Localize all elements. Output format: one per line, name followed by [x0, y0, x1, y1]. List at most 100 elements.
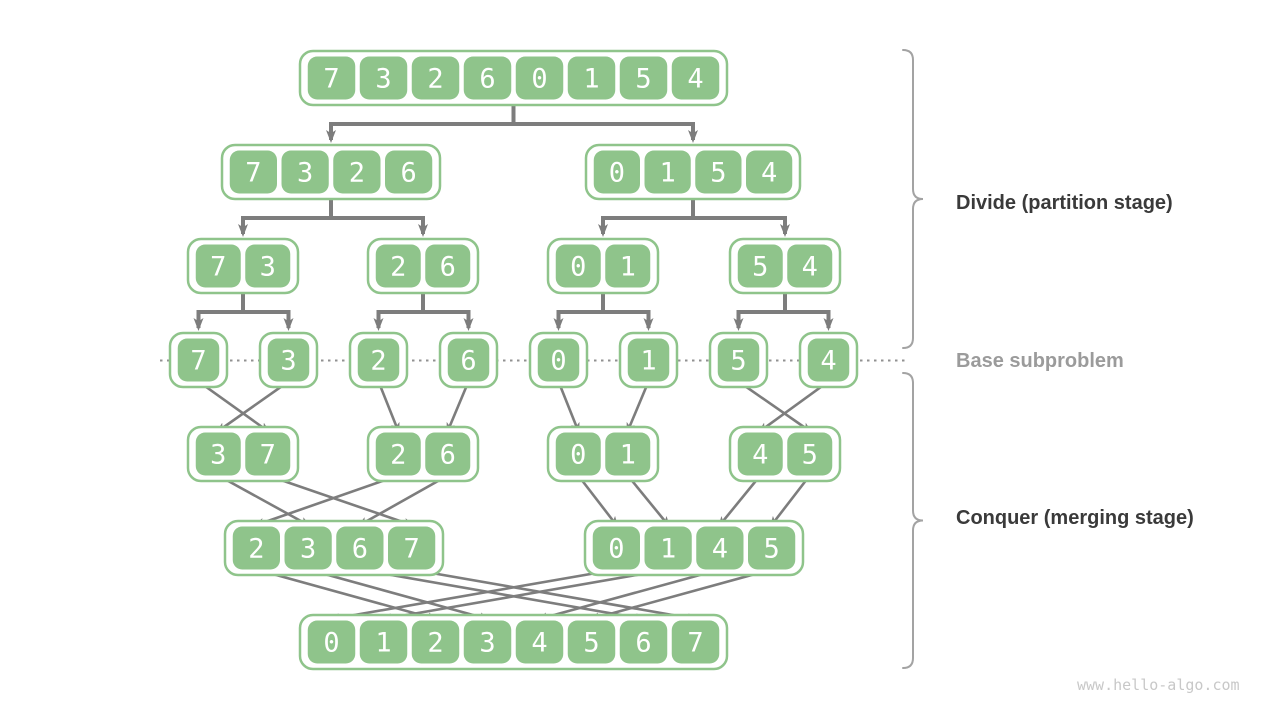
array-cell	[307, 620, 356, 664]
cell-value: 0	[323, 628, 339, 659]
array-cell	[388, 526, 436, 570]
split-arrow	[238, 199, 428, 237]
array-cell	[307, 56, 356, 100]
cell-value: 5	[730, 346, 746, 377]
merge-arrow	[536, 568, 721, 622]
array-cell	[671, 56, 720, 100]
cell-value: 7	[687, 628, 703, 659]
cell-value: 3	[210, 440, 226, 471]
array-cell	[411, 620, 460, 664]
merge-arrow	[626, 474, 671, 528]
array-cell	[696, 526, 744, 570]
split-arrow	[553, 293, 654, 331]
cell-value: 6	[352, 534, 368, 565]
split-arrow	[598, 199, 790, 237]
merge-arrow	[588, 568, 772, 622]
array-cell	[447, 338, 490, 382]
cell-value: 1	[620, 440, 636, 471]
cell-value: 6	[635, 628, 651, 659]
array-7: 7	[168, 331, 229, 389]
array-cell	[425, 244, 471, 288]
array-4: 4	[798, 331, 859, 389]
array-cell	[284, 526, 332, 570]
merge-arrow	[328, 568, 617, 623]
merge-arrow	[217, 474, 311, 527]
array-cell	[359, 56, 408, 100]
cell-value: 7	[245, 158, 261, 189]
array-cell	[195, 432, 241, 476]
cell-value: 2	[390, 440, 406, 471]
array-cell	[411, 56, 460, 100]
cell-value: 2	[248, 534, 264, 565]
cell-value: 3	[375, 64, 391, 95]
conquer-brace	[902, 372, 924, 669]
split-arrow	[733, 293, 834, 331]
cell-value: 6	[440, 440, 456, 471]
split-arrow	[326, 105, 698, 143]
array-cell	[245, 244, 291, 288]
cell-value: 7	[190, 346, 206, 377]
merge-arrow	[197, 380, 271, 433]
array-cell	[567, 56, 616, 100]
cell-value: 2	[370, 346, 386, 377]
array-1: 1	[618, 331, 679, 389]
array-0: 0	[528, 331, 589, 389]
cell-value: 3	[297, 158, 313, 189]
merge-arrow	[769, 474, 811, 528]
cell-value: 0	[608, 534, 624, 565]
array-2: 2	[348, 331, 409, 389]
array-3: 3	[258, 331, 319, 389]
array-cell	[717, 338, 760, 382]
cell-value: 3	[260, 252, 276, 283]
array-cell	[644, 526, 692, 570]
merge-arrow	[446, 380, 470, 434]
divide-stage-label: Divide (partition stage)	[956, 192, 1173, 214]
array-cell	[425, 432, 471, 476]
array-cell	[336, 526, 384, 570]
array-cell	[463, 620, 512, 664]
merge-arrow	[557, 381, 580, 434]
array-cell	[627, 338, 670, 382]
cell-value: 3	[479, 628, 495, 659]
array-cell	[807, 338, 850, 382]
array-cell	[232, 526, 280, 570]
cell-value: 1	[583, 64, 599, 95]
cell-value: 6	[460, 346, 476, 377]
array-cell	[787, 244, 833, 288]
cell-value: 6	[400, 158, 416, 189]
array-cell	[357, 338, 400, 382]
array-cell	[619, 56, 668, 100]
cell-value: 7	[403, 534, 419, 565]
cell-value: 2	[349, 158, 365, 189]
conquer-stage-label: Conquer (merging stage)	[956, 507, 1194, 529]
merge-arrow	[737, 380, 813, 433]
merge-arrow	[377, 381, 400, 434]
cell-value: 0	[609, 158, 625, 189]
cell-value: 0	[531, 64, 547, 95]
merge-arrow	[267, 474, 415, 527]
array-7326: 7 3 2 6	[220, 143, 442, 201]
merge-arrow	[215, 380, 290, 433]
array-cell	[195, 244, 241, 288]
cell-value: 2	[427, 628, 443, 659]
cell-value: 6	[440, 252, 456, 283]
array-cell	[515, 620, 564, 664]
array-cell	[537, 338, 580, 382]
merge-arrow	[380, 568, 669, 623]
array-cell	[619, 620, 668, 664]
array-cell	[605, 432, 651, 476]
merge-arrow	[411, 568, 699, 623]
merge-arrow	[253, 474, 399, 527]
merge-arrow	[626, 380, 650, 434]
split-arrow	[193, 293, 294, 331]
cell-value: 4	[820, 346, 836, 377]
merge-arrow	[307, 568, 491, 622]
